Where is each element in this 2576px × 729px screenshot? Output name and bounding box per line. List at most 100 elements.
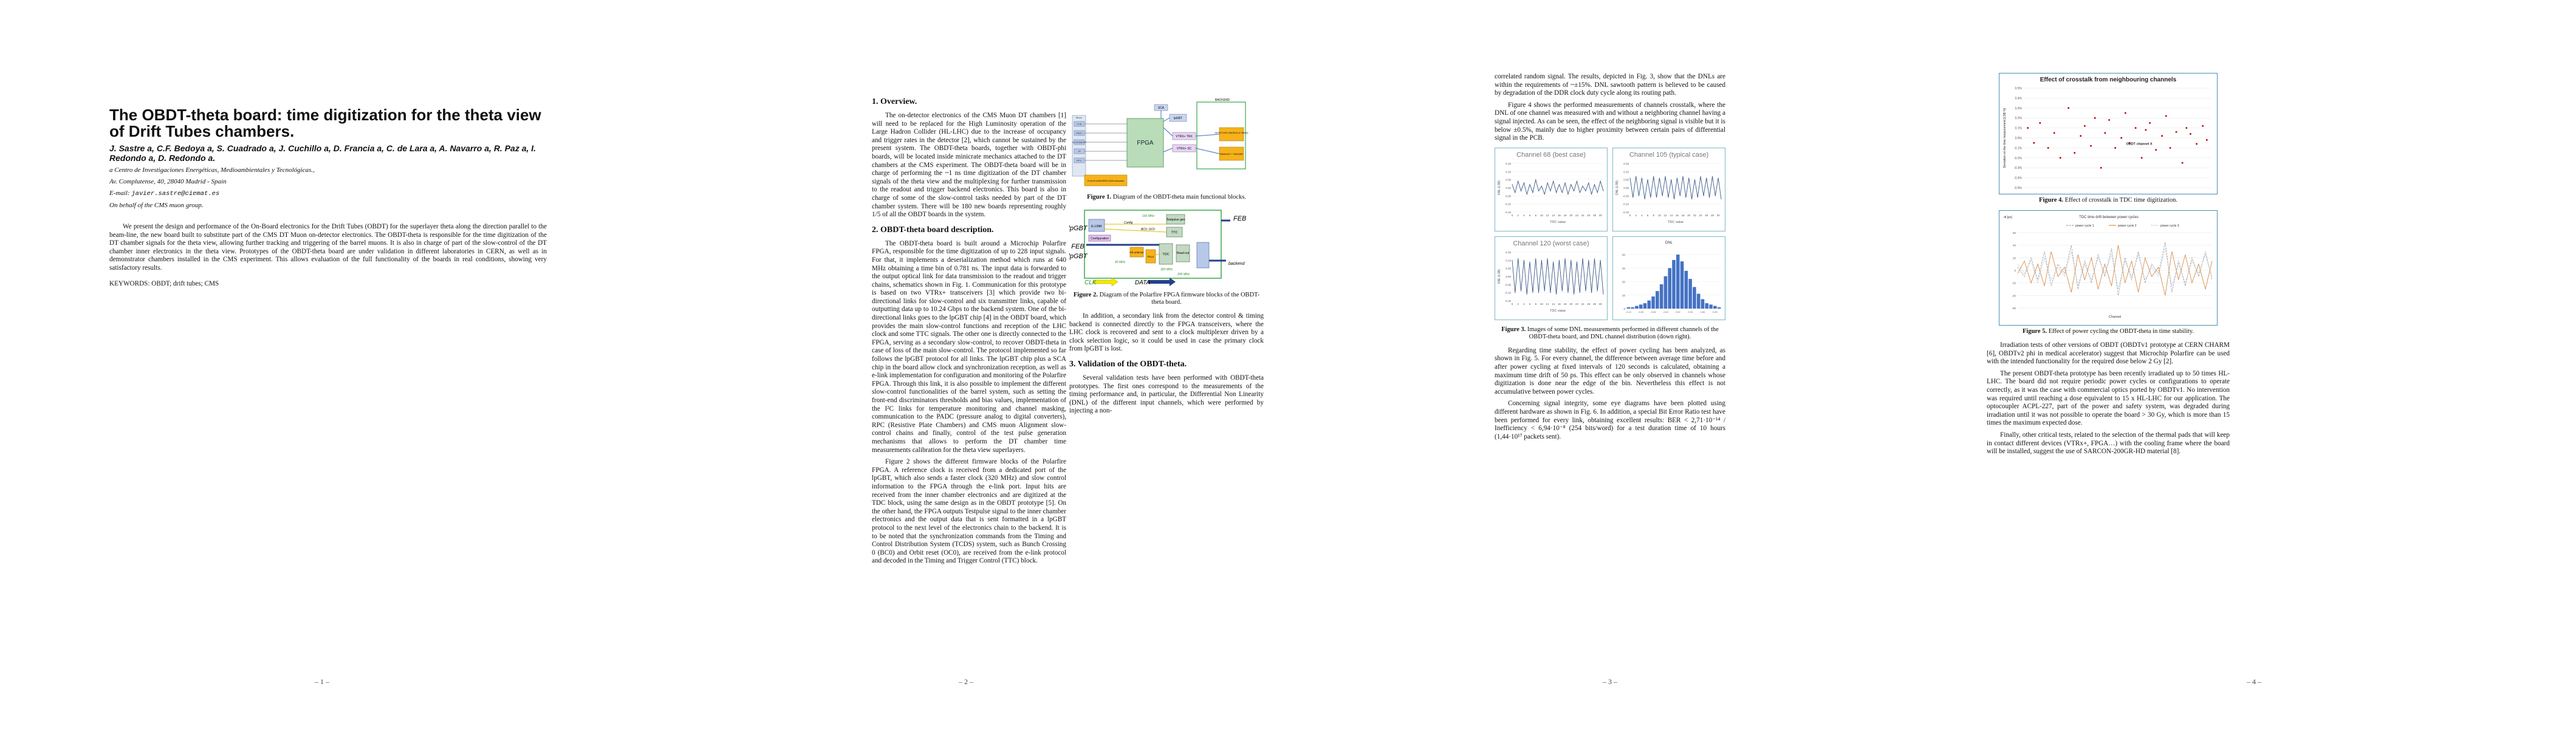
x-tick-label: 30: [1717, 214, 1721, 217]
dnl-point: [1547, 258, 1548, 259]
y-tick-label: 0.05: [1506, 178, 1511, 181]
x-axis-label: TDC value: [1668, 221, 1684, 224]
crosstalk-point: [2165, 115, 2167, 117]
dnl-series-line: [1512, 179, 1604, 196]
x-tick-label: 22: [1575, 303, 1579, 306]
readout-trigger-label: READOUT + TRIGGER: [1220, 153, 1243, 156]
x-tick-label: 0: [1629, 214, 1631, 217]
histogram-bar: [1713, 306, 1717, 309]
y-axis-label: DNL (LSB): [1498, 180, 1501, 194]
crosstalk-point: [2140, 157, 2143, 159]
x-tick-label: 28: [1593, 214, 1597, 217]
histogram-bar: [1705, 303, 1709, 309]
irradiation-text-1: Irradiation tests of other versions of O…: [1987, 341, 2230, 366]
author-list: J. Sastre a, C.F. Bedoya a, S. Cuadrado …: [109, 143, 536, 163]
page-number: – 1 –: [315, 677, 329, 686]
x-tick-label: 20: [1687, 214, 1691, 217]
keywords: KEYWORDS: OBDT; drift tubes; CMS: [109, 279, 219, 287]
crosstalk-point: [2100, 166, 2102, 169]
x-tick-label: 6: [1529, 214, 1531, 217]
section-description-text-2: Figure 2 shows the different firmware bl…: [872, 458, 1066, 565]
dnl-chart-120: Channel 120 (worst case) -0.15-0.10-0.05…: [1495, 236, 1608, 320]
histogram-bar: [1676, 254, 1680, 309]
x-tick-label: 24: [1581, 214, 1585, 217]
x-tick-label: 16: [1558, 303, 1561, 306]
figure-3-label: Figure 3.: [1501, 326, 1526, 333]
dnl-point: [1706, 177, 1707, 179]
crosstalk-point: [2104, 132, 2106, 134]
y-tick-label: 0.0%: [2015, 137, 2023, 140]
y-tick-label: -0.10: [1505, 202, 1512, 205]
x-tick-label: 8: [1653, 214, 1654, 217]
x-tick-label: 16: [1676, 214, 1679, 217]
crosstalk-point: [2067, 107, 2069, 109]
histogram-bar: [1659, 284, 1663, 309]
plls-label: PLLs: [1148, 255, 1154, 258]
y-tick-label: -0.3%: [2014, 166, 2023, 170]
histogram-bar: [1672, 259, 1676, 309]
dnl-point: [1547, 182, 1548, 183]
vtrx-trx-label: VTRX+ TRX: [1176, 135, 1193, 139]
fpga-label: FPGA: [1137, 140, 1154, 146]
ttc-label: TTC: [1171, 231, 1178, 234]
dnl-point: [1688, 177, 1690, 179]
page-4: Effect of crosstalk from neighbouring ch…: [1932, 0, 2576, 729]
section-description-title: 2. OBDT-theta board description.: [872, 225, 994, 234]
y-tick-label: -0.05: [1505, 283, 1512, 286]
y-tick-label: -0.1%: [2014, 146, 2023, 150]
dnl-point: [1600, 180, 1601, 182]
y-tick-label: -0.10: [1623, 202, 1629, 205]
input-pcb-label: PCB: [1077, 123, 1082, 126]
x-axis-label: TDC value: [1550, 309, 1566, 313]
dnl-point: [1535, 258, 1536, 259]
x-tick-label: 22: [1575, 214, 1579, 217]
x-tick-label: 26: [1587, 303, 1591, 306]
x-tick-label: 18: [1564, 214, 1567, 217]
y-tick-label: 0.05: [1623, 178, 1629, 181]
affiliation: a Centro de Investigaciones Energéticas,…: [109, 166, 315, 174]
y-tick-label: 0.15: [1506, 251, 1511, 254]
y-tick-label: -0.5%: [2014, 187, 2023, 190]
dnl-point: [1591, 292, 1592, 293]
x-tick-label: 0: [1512, 303, 1513, 306]
dnl-point: [1561, 290, 1563, 292]
y-tick-label: 0.10: [1506, 259, 1511, 262]
page-number: – 4 –: [2247, 677, 2261, 686]
crosstalk-text: Figure 4 shows the performed measurement…: [1495, 101, 1725, 142]
crosstalk-chart: Effect of crosstalk from neighbouring ch…: [1999, 73, 2218, 194]
x-tick-label: 24: [1581, 303, 1585, 306]
email-link[interactable]: javier.sastre@ciemat.es: [131, 190, 220, 197]
address: Av. Complutense, 40, 28040 Madrid - Spai…: [109, 178, 227, 185]
y-tick-label: 0: [2014, 269, 2016, 272]
histogram-bar: [1688, 278, 1692, 309]
x-tick-label: -0.03: [1663, 311, 1668, 313]
crosstalk-chart-title: Effect of crosstalk from neighbouring ch…: [2040, 77, 2177, 83]
crosstalk-point: [2039, 122, 2041, 124]
x-tick-label: 26: [1587, 214, 1591, 217]
x-tick-label: 0.00: [1676, 311, 1680, 313]
dnl-point: [1588, 182, 1589, 183]
y-tick-label: -20: [2012, 282, 2016, 285]
y-tick-label: 20: [2013, 256, 2016, 259]
figure-2-caption-text: Diagram of the Polarfire FPGA firmware b…: [1097, 292, 1260, 306]
y-tick-label: -0.2%: [2014, 157, 2023, 160]
drift-series-line: [2017, 245, 2213, 296]
figure-5-caption: Figure 5. Effect of power cycling the OB…: [1987, 328, 2230, 335]
histogram-bar: [1639, 304, 1643, 309]
dnl-point: [1541, 259, 1542, 261]
section-validation-text: Several validation tests have been perfo…: [1069, 374, 1264, 415]
figure-5-label: Figure 5.: [2023, 328, 2047, 335]
y-tick-label: 60: [2013, 231, 2016, 234]
det-ctrl-label: DETECTOR CONTROL & TIMING: [1214, 132, 1248, 134]
vtrx-sc-label: VTRX+ SC: [1177, 147, 1192, 151]
x-tick-label: 10: [1540, 214, 1544, 217]
crosstalk-point: [2155, 149, 2157, 151]
crosstalk-point: [2206, 139, 2208, 141]
histogram-bar: [1643, 303, 1647, 309]
histogram-title: DNL: [1665, 241, 1673, 245]
